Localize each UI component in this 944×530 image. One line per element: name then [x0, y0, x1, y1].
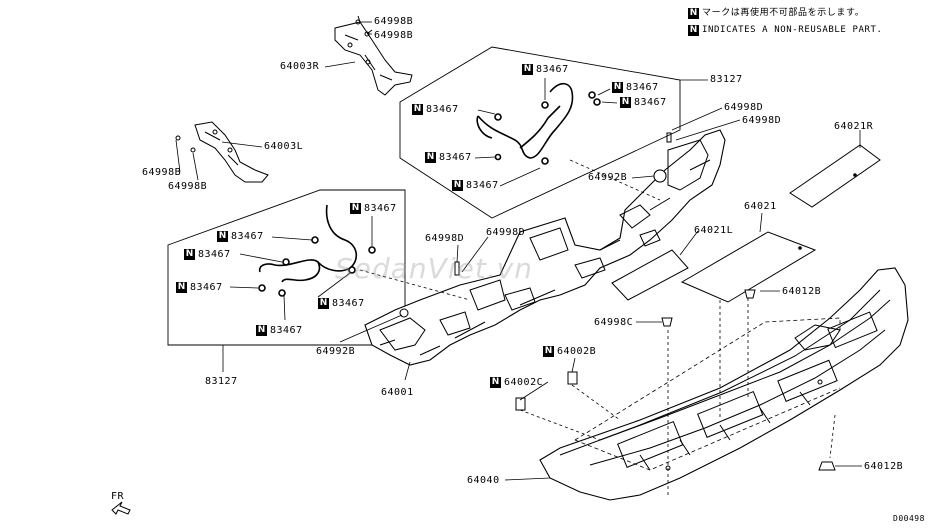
panel-64021R — [789, 144, 881, 208]
part-label: 83127 — [710, 74, 743, 85]
non-reusable-badge: N — [256, 325, 267, 336]
front-direction-label: FR — [111, 491, 125, 502]
frame-64001 — [364, 129, 726, 366]
harness-upper — [476, 82, 601, 165]
part-number: 64002B — [557, 346, 597, 357]
part-label: 64003R — [280, 61, 320, 72]
part-label: 64998D — [742, 115, 782, 126]
non-reusable-badge: N — [522, 64, 533, 75]
part-label: 64998C — [594, 317, 634, 328]
non-reusable-badge: N — [217, 231, 228, 242]
non-reusable-badge: N — [490, 377, 501, 388]
legend-en-text: INDICATES A NON-REUSABLE PART. — [702, 25, 883, 35]
part-label: 64992B — [316, 346, 356, 357]
part-number: 83467 — [634, 97, 667, 108]
legend-jp-text: マークは再使用不可部品を示します。 — [702, 8, 865, 18]
non-reusable-badge: N — [425, 152, 436, 163]
non-reusable-badge: N — [318, 298, 329, 309]
part-number: 83467 — [231, 231, 264, 242]
part-number: 83467 — [439, 152, 472, 163]
bumper-64040 — [539, 267, 909, 501]
part-label: 64992B — [588, 172, 628, 183]
harness-lower — [258, 204, 376, 297]
part-label: 64021 — [744, 201, 777, 212]
non-reusable-badge: N — [176, 282, 187, 293]
harness-box-upper — [399, 46, 681, 219]
part-number: 64002C — [504, 377, 544, 388]
non-reusable-badge: N — [452, 180, 463, 191]
part-number: 83467 — [466, 180, 499, 191]
part-number: 83467 — [426, 104, 459, 115]
part-label: 64998B — [142, 167, 182, 178]
part-label: 64003L — [264, 141, 304, 152]
non-reusable-badge: N — [543, 346, 554, 357]
front-direction-arrow — [111, 501, 131, 515]
part-label: 64998B — [168, 181, 208, 192]
non-reusable-badge: N — [688, 25, 699, 36]
non-reusable-badge: N — [184, 249, 195, 260]
non-reusable-badge: N — [350, 203, 361, 214]
part-number: 83467 — [626, 82, 659, 93]
drawing-code: D00498 — [893, 514, 925, 523]
leader-lines — [175, 21, 862, 495]
bracket-64003L — [175, 121, 269, 183]
non-reusable-badge: N — [612, 82, 623, 93]
part-number: 83467 — [332, 298, 365, 309]
part-label: 64998D — [486, 227, 526, 238]
part-label: 64012B — [782, 286, 822, 297]
part-number: 83467 — [270, 325, 303, 336]
part-label: 64998B — [374, 16, 414, 27]
part-label: 64012B — [864, 461, 904, 472]
part-number: 83467 — [190, 282, 223, 293]
part-number: 83467 — [364, 203, 397, 214]
part-label: 64001 — [381, 387, 414, 398]
part-label: 64040 — [467, 475, 500, 486]
panel-64021L — [611, 249, 689, 301]
part-label: 83127 — [205, 376, 238, 387]
panel-64021 — [680, 231, 817, 303]
part-label: 64021L — [694, 225, 734, 236]
part-number: 83467 — [198, 249, 231, 260]
part-label: 64998D — [425, 233, 465, 244]
bracket-64003R — [334, 15, 413, 96]
non-reusable-badge: N — [412, 104, 423, 115]
watermark-text: SedanViet.vn — [335, 252, 534, 285]
part-number: 83467 — [536, 64, 569, 75]
hardware — [454, 132, 836, 471]
non-reusable-badge: N — [688, 8, 699, 19]
part-label: 64998B — [374, 30, 414, 41]
part-label: 64021R — [834, 121, 874, 132]
part-label: 64998D — [724, 102, 764, 113]
non-reusable-badge: N — [620, 97, 631, 108]
